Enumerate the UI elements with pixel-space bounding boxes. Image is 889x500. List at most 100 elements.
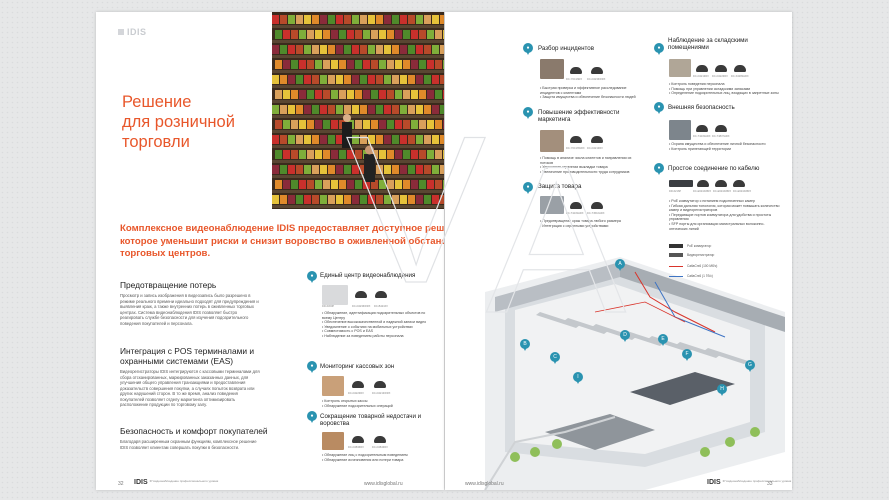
map-pin-icon: ● [654,163,664,175]
floor-plan-pins: A B C D E F G H I [445,12,792,490]
camera-icon [352,381,364,388]
map-pin-icon: ● [523,107,533,119]
model-label: DR-6300P [322,305,335,308]
warehouse-photo [669,59,691,77]
cable-legend: PoE коммутатор Видеорегистратор CatlaCrx… [669,244,784,299]
map-pin-icon: B [520,339,530,351]
map-pin-icon: C [550,352,560,364]
bullet: Интеграция с охранными устройствами [540,224,640,229]
model-label: DC-D4213RX [693,75,709,78]
section-text: Видеорегистраторы IDIS интегрируются с к… [120,369,260,407]
bullet: Наблюдение за поведением работы персонал… [322,334,434,339]
map-pin-icon: ● [523,182,533,194]
map-pin-icon: D [620,330,630,342]
camera-icon [715,180,727,187]
bullet: PoE коммутатор с питанием подключенных к… [669,199,781,204]
section-text: Просмотр и запись изображения в видеозап… [120,293,259,326]
camera-icon [697,180,709,187]
map-pin-icon: G [745,360,755,372]
recorder-icon [669,253,683,257]
map-pin-icon: F [682,349,692,361]
model-label: DC-D4213WRX [372,392,391,395]
intro-line: которое уменьшит риски и снизит воровств… [120,235,444,247]
blue-line-icon [669,276,683,277]
bullet: Совместимость с POS и EAS [322,329,434,334]
bullet: Передающие портов коммутатора для удобст… [669,213,781,222]
supermarket-photo [272,12,444,209]
camera-icon [696,125,708,132]
footer-url: www.idisglobal.ru [364,481,403,487]
bullet: Обнаружение подозрительных операций [322,404,434,409]
camera-icon [570,136,582,143]
model-label: DC-T4233HRX [566,212,584,215]
map-pin-icon: E [658,334,668,346]
model-label: DC-T4837HRX [712,135,730,138]
marketing-photo [540,130,564,152]
bullet: Обнаружение, идентификация подозрительны… [322,311,434,320]
panel-title: Наблюдение за складскими помещениями [668,37,748,52]
section-heading: Безопасность и комфорт покупателей [120,426,268,436]
panel-title: Повышение эффективности маркетинга [538,109,620,124]
panel-title: Единый центр видеонаблюдения [320,272,416,279]
section-heading: Предотвращение потерь [120,280,217,290]
intro-text: Комплексное видеонаблюдение IDIS предост… [120,223,444,261]
section-heading: Интеграция с POS терминалами и охранными… [120,346,255,366]
product-photo [540,196,564,214]
legend-label: CatlaCrx6 (1 Гб/с) [687,274,713,278]
model-label: DR-6216P [669,190,682,193]
map-pin-icon: ● [654,43,664,55]
camera-icon [591,67,603,74]
model-label: DC-D4223RX [712,75,728,78]
panel-title: Разбор инцидентов [538,45,595,52]
legend-label: CatlaCrx6 (100 Мб/с) [687,264,718,268]
header-logo: IDIS [118,27,147,37]
bullet: Контроль открытых кассы [322,399,434,404]
bullet: Улучшение стратегии выкладки товара [540,165,640,170]
left-page: IDIS Решение для розничной торговли Комп… [96,12,444,490]
camera-icon [570,67,582,74]
panel-bullets: Контроль поведения персонала Помощь при … [669,82,781,96]
switch-icon [669,244,683,248]
bullet: Контроль поведения персонала [669,82,781,87]
model-label: DC-D4223RX [348,392,364,395]
map-pin-icon: ● [307,271,317,283]
right-page: A B C D E F G H I ● Разбор инцидентов DC… [445,12,792,490]
cashier-photo [322,376,344,396]
title-line: для розничной [122,113,235,131]
intro-line: торговых центров. [120,248,211,259]
camera-icon [591,202,603,209]
camera-icon [733,180,745,187]
title-line: Решение [122,93,192,111]
page-number: 33 [767,481,773,487]
model-label: DC-T4516HRX [587,212,605,215]
camera-icon [734,65,746,72]
intro-line: Комплексное видеонаблюдение IDIS предост… [120,223,444,234]
bullet: Помощь в анализе числа клиентов и направ… [540,156,640,165]
bullet: Быстрая проверка и эффективное расследов… [540,86,640,95]
bullet: Защита имущества и обеспечение безопасно… [540,95,640,100]
camera-icon [591,136,603,143]
page-number: 32 [118,481,124,487]
panel-bullets: Помощь в анализе числа клиентов и направ… [540,156,640,174]
panel-bullets: PoE коммутатор с питанием подключенных к… [669,199,781,231]
model-label: DC-D4836RX [348,446,364,449]
store-floor-plan [484,257,785,490]
footer-url: www.idisglobal.ru [465,481,504,487]
panel-title: Мониторинг кассовых зон [320,363,395,370]
model-label: DC-D4843RX [372,446,388,449]
bullet: Обнаружение исчезновения или потери това… [322,458,434,463]
store-photo [322,432,344,450]
panel-bullets: Охрана имущества и обеспечение личной бе… [669,142,781,151]
model-label: DC-E6216WRX [713,190,732,193]
switch-image [669,180,693,187]
model-label: DC-S3283HRX [731,75,749,78]
map-pin-icon: ● [654,102,664,114]
bullet: Охрана имущества и обеспечение личной бе… [669,142,781,147]
center-panels: ● Единый центр видеонаблюдения DR-6300P … [280,268,440,468]
model-label: DC-D4213RX [587,147,603,150]
camera-icon [374,381,386,388]
bullet: Гибкая дальняя топология, которая может … [669,204,781,213]
bullet: Увеличение производительности труда сотр… [540,170,640,175]
